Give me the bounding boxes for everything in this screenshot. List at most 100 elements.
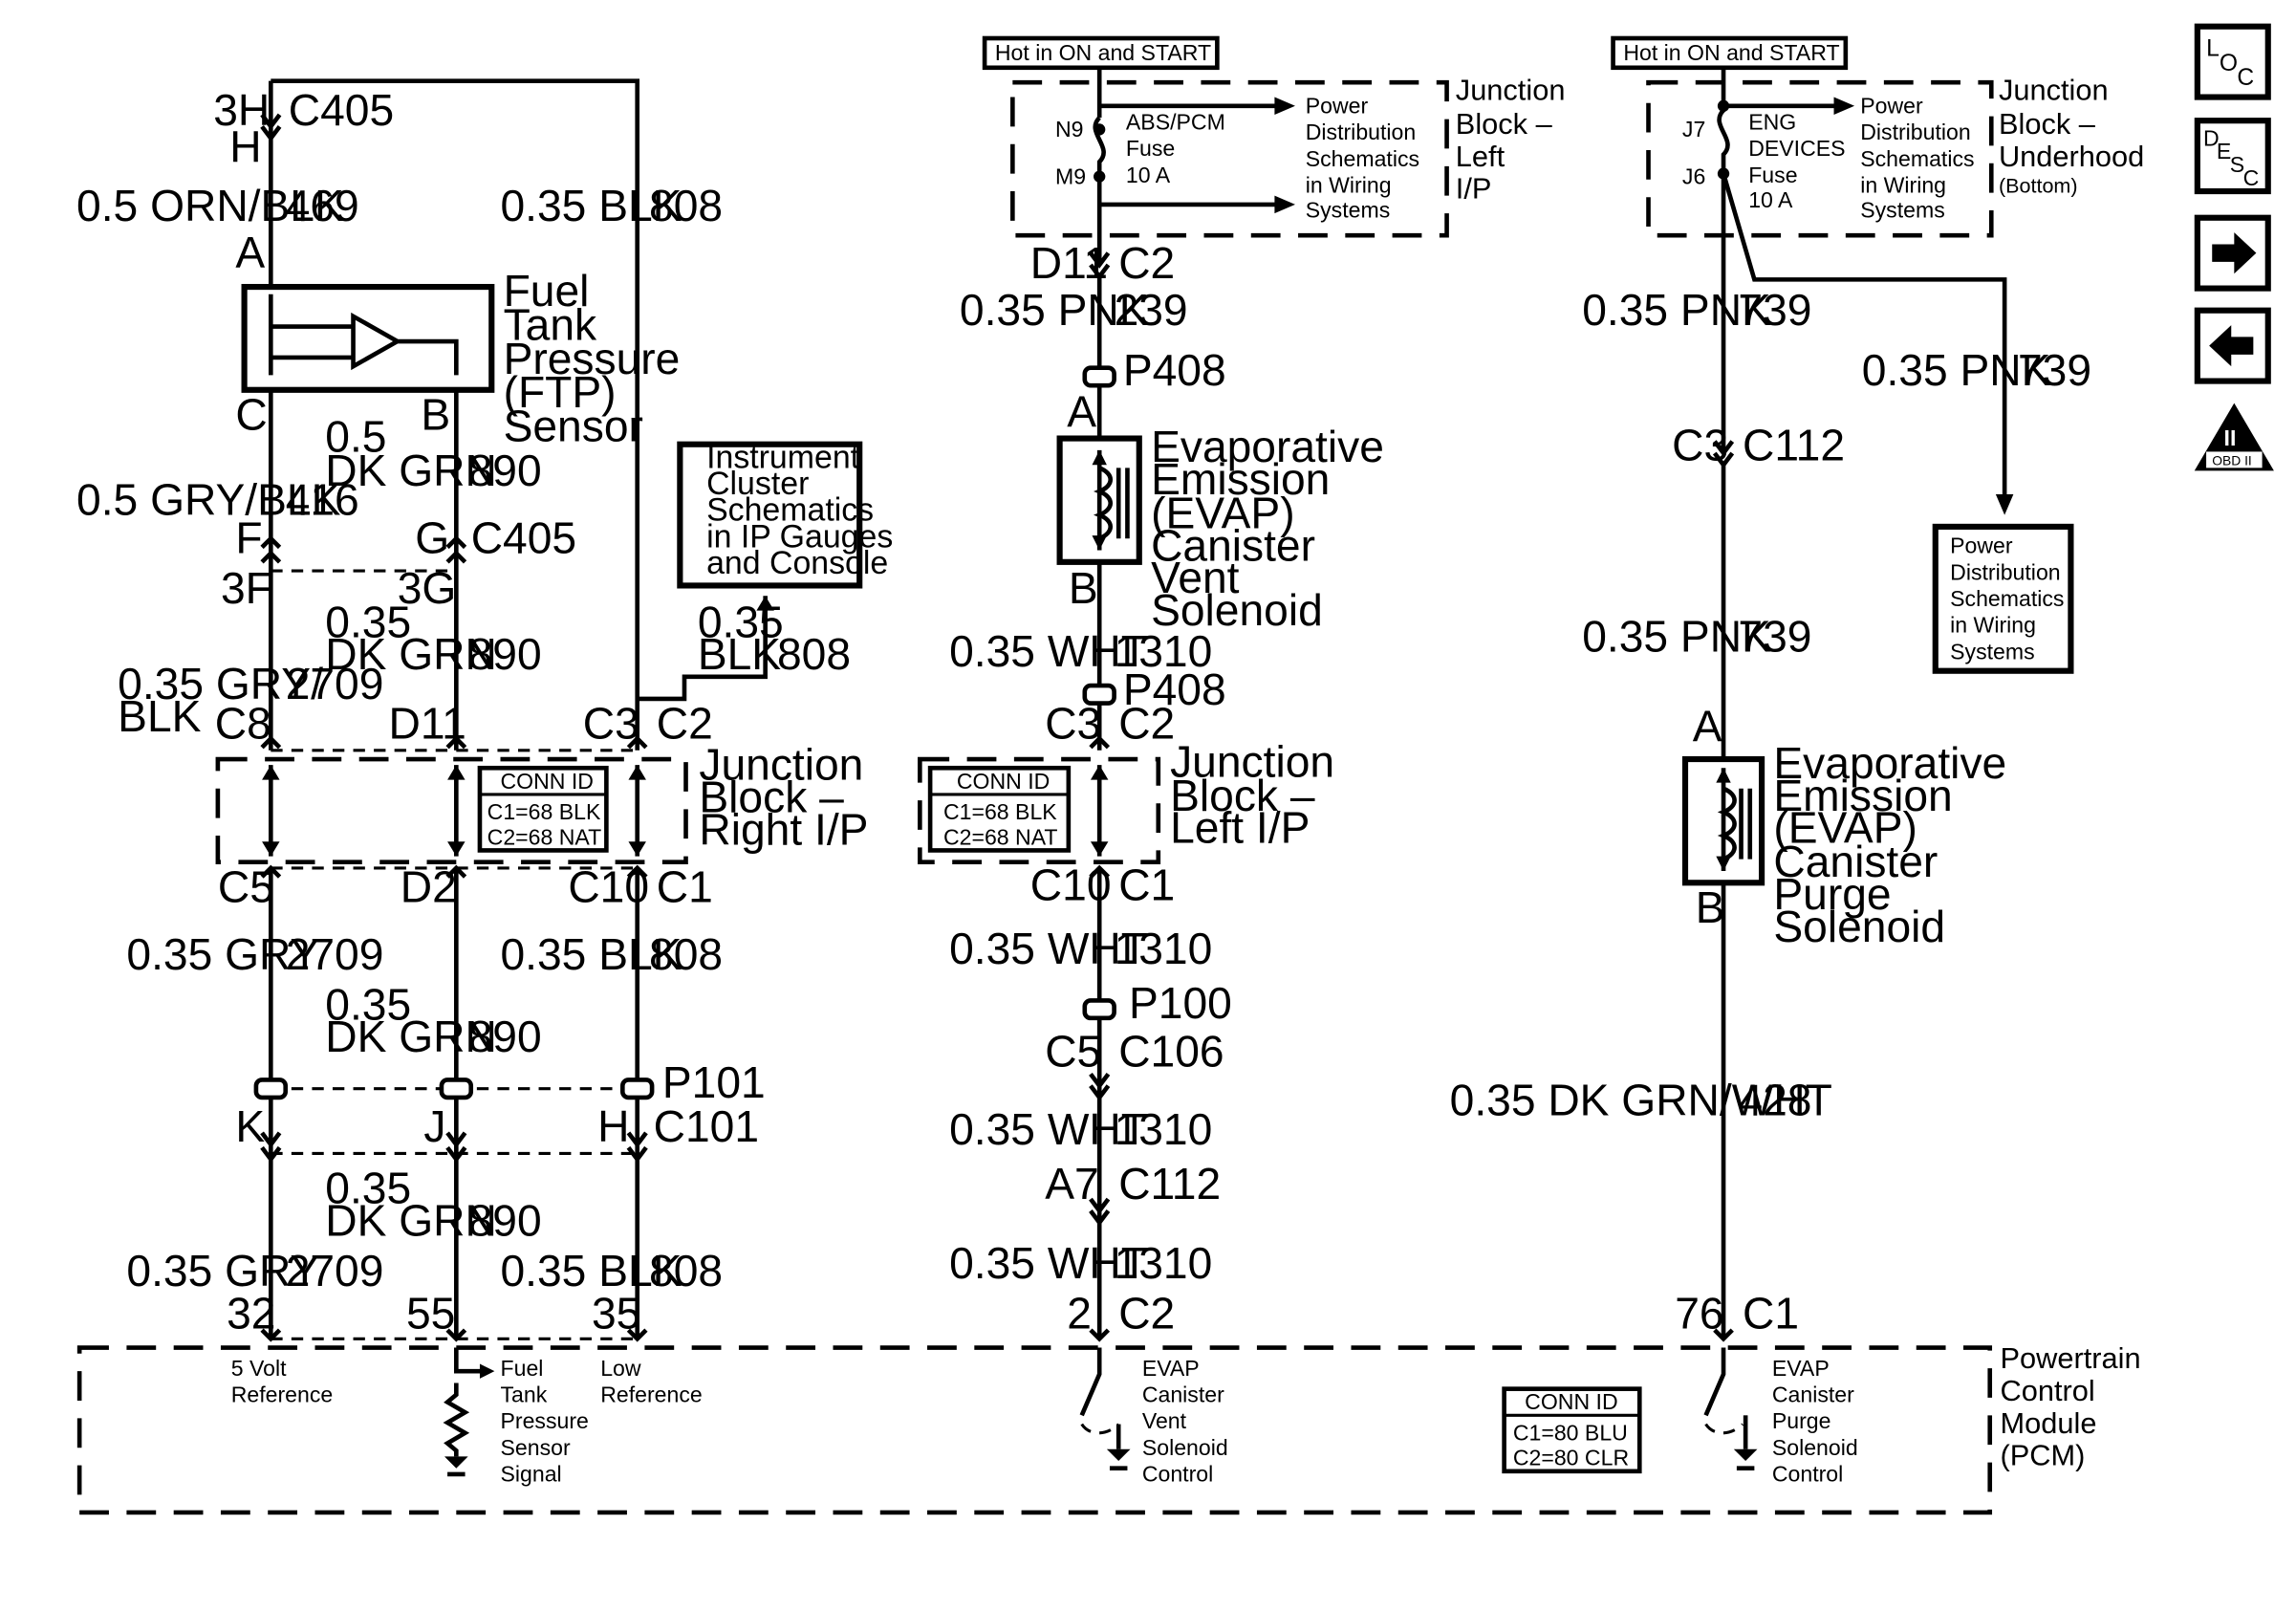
c405-pin-h: H — [229, 121, 261, 171]
pin-h: H — [597, 1101, 629, 1151]
c405-pin-3h: 3H — [213, 85, 270, 135]
jb-r-c8: C8 — [215, 698, 271, 748]
wire-2709-mid-color: 0.35 GRY — [126, 929, 319, 979]
conn-id-pcm-c2: C2=80 CLR — [1513, 1446, 1629, 1470]
svg-text:E: E — [2217, 139, 2231, 163]
c405-mid-label: C405 — [471, 513, 576, 563]
ftp-pin-b: B — [421, 389, 450, 439]
splice-p101: P101 — [662, 1057, 766, 1107]
pcm-c1: C1 — [1743, 1289, 1799, 1339]
right-arrow-icon — [2212, 232, 2257, 274]
left-arrow-icon — [2209, 325, 2254, 367]
pcm-ftp-signal: Fuel Tank Pressure Sensor Signal — [501, 1356, 596, 1487]
junction-block-right-ip: CONN ID C1=68 BLK C2=68 NAT — [215, 756, 688, 865]
wire-239-color: 0.35 PNK — [960, 285, 1149, 335]
vent-c10: C10 — [1030, 860, 1112, 910]
ftp-pin-a: A — [235, 228, 265, 277]
pcm-pin-32: 32 — [227, 1289, 275, 1339]
wire-890-d-gauge: 0.35 — [325, 1164, 411, 1213]
loc-button[interactable]: L O C — [2194, 23, 2271, 100]
pcm-name: Powertrain Control Module (PCM) — [2001, 1341, 2150, 1472]
pin-f: F — [235, 513, 262, 563]
purge-pin-b: B — [1696, 882, 1725, 932]
ftp-pin-c: C — [235, 389, 267, 439]
wire-890-a-gauge: 0.5 — [325, 411, 386, 461]
wire-739-c-color: 0.35 PNK — [1582, 612, 1771, 662]
fuse-n9: N9 — [1055, 117, 1084, 142]
vent-pin-a: A — [1067, 386, 1096, 436]
hot-on-start-1: Hot in ON and START — [995, 40, 1211, 65]
conn-id-pcm-c1: C1=80 BLU — [1513, 1421, 1628, 1446]
conn-id-right-c1: C1=68 BLK — [487, 799, 601, 824]
jb-underhood-sub: (Bottom) — [1999, 175, 2078, 198]
conn-id-left-title: CONN ID — [957, 769, 1050, 794]
jb-r-c1: C1 — [657, 861, 713, 911]
ftp-circuit: 3H C405 H 0.5 ORN/BLK 469 0.35 BLK 808 A… — [76, 78, 893, 1342]
jb-left-top-name: Junction Block – Left I/P — [1456, 74, 1573, 206]
conn-id-pcm-title: CONN ID — [1525, 1389, 1617, 1414]
wire-2709-mid-number: 2709 — [286, 929, 384, 979]
wire-739-b-number: 739 — [2018, 345, 2091, 395]
pcm-pin-35: 35 — [592, 1289, 640, 1339]
wire-1310-d-color: 0.35 WHT — [949, 1238, 1148, 1288]
wire-890-d-number: 890 — [468, 1196, 542, 1246]
wire-808-mid-color: 0.35 BLK — [501, 929, 682, 979]
purge-pin-a: A — [1693, 702, 1722, 751]
jb-r-c3: C3 — [583, 698, 639, 748]
conn-id-left-c1: C1=68 BLK — [943, 799, 1057, 824]
hot-on-start-2: Hot in ON and START — [1623, 40, 1839, 65]
wire-890-a-color: DK GRN — [325, 446, 497, 495]
wire-416-number: 416 — [286, 475, 359, 525]
conn-id-right-c2: C2=68 NAT — [487, 824, 602, 849]
desc-button[interactable]: D E S C — [2194, 118, 2271, 195]
jb-right-name: Junction Block – Right I/P — [699, 740, 876, 855]
pcm-pin-55: 55 — [406, 1289, 455, 1339]
forward-button[interactable] — [2194, 214, 2271, 292]
ftp-sensor-name: Fuel Tank Pressure (FTP) Sensor — [504, 266, 693, 451]
ftp-sensor — [241, 283, 495, 393]
power-distribution-ref-3: Power Distribution Schematics in Wiring … — [1950, 533, 2070, 664]
fuse-m9: M9 — [1055, 163, 1086, 188]
obd-ii-button[interactable]: II OBD II — [2194, 403, 2274, 471]
c405-label: C405 — [289, 85, 394, 135]
abs-pcm-fuse: ABS/PCM Fuse 10 A — [1126, 109, 1231, 186]
pcm-5v-reference: 5 Volt Reference — [231, 1356, 334, 1407]
jb-r-c5: C5 — [218, 861, 274, 911]
wire-2709-top-color-2: BLK — [118, 691, 201, 741]
pcm-vent-control: EVAP Canister Vent Solenoid Control — [1142, 1356, 1234, 1487]
svg-text:C: C — [2243, 165, 2260, 190]
obd-ii-numeral: II — [2224, 425, 2237, 450]
wire-890-d-color: DK GRN — [325, 1196, 497, 1246]
pcm-low-reference: Low Reference — [600, 1356, 703, 1407]
wire-2709-bot-color: 0.35 GRY — [126, 1246, 319, 1295]
wire-890-a-number: 890 — [468, 446, 542, 495]
vent-c3: C3 — [1045, 698, 1101, 748]
wire-469-color: 0.5 ORN/BLK — [76, 181, 344, 230]
purge-c112: C112 — [1743, 421, 1845, 470]
wire-739-a-number: 739 — [1738, 285, 1811, 335]
wire-739-a-color: 0.35 PNK — [1582, 285, 1771, 335]
vent-c2-mid: C2 — [1118, 698, 1175, 748]
wire-1310-a-number: 1310 — [1115, 626, 1213, 676]
vent-solenoid-name: Evaporative Emission (EVAP) Canister Ven… — [1151, 422, 1397, 635]
purge-c3: C3 — [1672, 421, 1728, 470]
wire-2709-top-color: 0.35 GRY/ — [118, 659, 323, 708]
back-button[interactable] — [2194, 307, 2271, 384]
obd-ii-label: OBD II — [2212, 452, 2252, 468]
vent-circuit: Hot in ON and START N9 M9 ABS/PCM Fuse 1… — [918, 35, 1573, 1342]
jb-underhood-name: Junction Block – Underhood — [1999, 74, 2144, 173]
wire-1310-c-number: 1310 — [1115, 1104, 1213, 1154]
wire-239-number: 239 — [1115, 285, 1188, 335]
wire-2709-bot-number: 2709 — [286, 1246, 384, 1295]
svg-text:D: D — [2203, 125, 2220, 150]
wire-1310-b-number: 1310 — [1115, 924, 1213, 973]
wire-1310-b-color: 0.35 WHT — [949, 924, 1148, 973]
wire-428-color: 0.35 DK GRN/WHT — [1450, 1075, 1832, 1124]
vent-c1: C1 — [1118, 860, 1175, 910]
wire-416-color: 0.5 GRY/BLK — [76, 475, 341, 525]
wire-1310-a-color: 0.35 WHT — [949, 626, 1148, 676]
vent-pin-b: B — [1069, 563, 1098, 613]
pcm-pin-76: 76 — [1675, 1289, 1723, 1339]
pcm-module: 5 Volt Reference Fuel Tank Pressure Sens… — [76, 1341, 2150, 1515]
